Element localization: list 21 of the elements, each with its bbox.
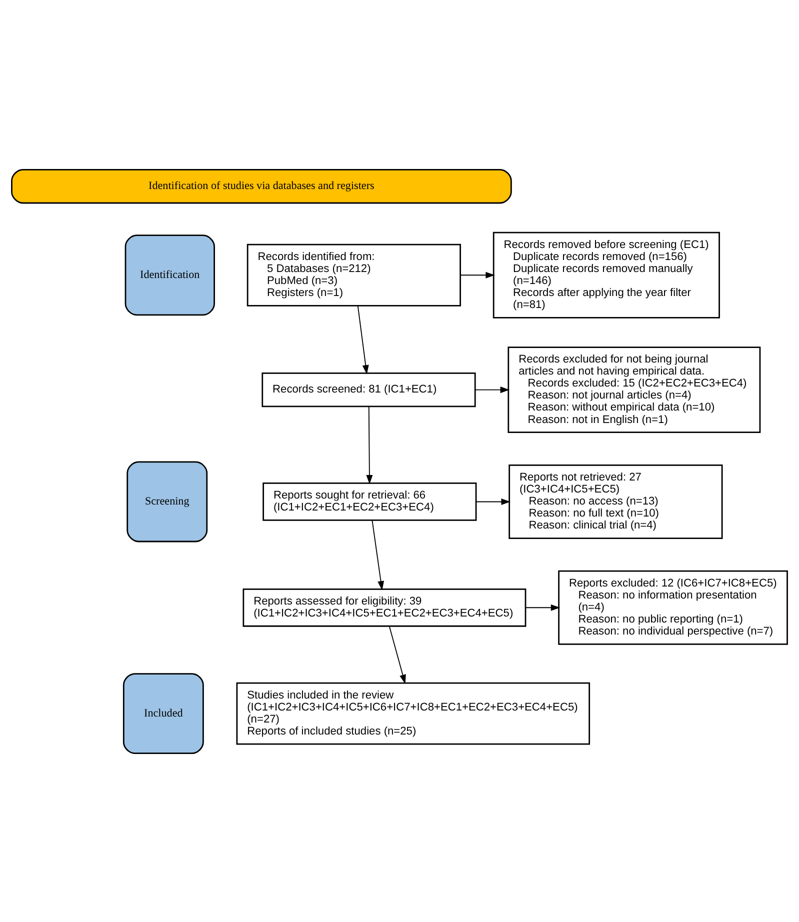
node-box: Included [122, 672, 204, 754]
node-box: Records screened: 81 (IC1+EC1) [262, 372, 476, 407]
node-box: Studies included in the review (IC1+IC2+IC3+IC4+IC5+IC6+IC7+IC8+EC1+EC2+EC3+EC4+EC5) (n=27) Reports of included studies (n=25) [236, 682, 590, 744]
arrow [476, 498, 510, 504]
node-box: Reports assessed for eligibility: 39 (IC1+IC2+IC3+IC4+IC5+EC1+EC2+EC3+EC4+EC5) [242, 588, 526, 626]
node-box: Identification [124, 234, 215, 316]
node-box: Reports excluded: 12 (IC6+IC7+IC8+EC5) Reason: no information presentation (n=4) Reason: no public reporting (n=1) Reason: no individual perspective (n=7) [558, 570, 788, 644]
node-box: Screening [126, 460, 208, 542]
arrow [474, 386, 510, 393]
node-box: Reports not retrieved: 27 (IC3+IC4+IC5+EC5) Reason: no access (n=13) Reason: no full text (n=10) Reason: clinical trial (n=4) [508, 464, 723, 538]
node-box: Identification of studies via databases and registers [11, 168, 512, 204]
arrow [372, 519, 384, 590]
node-box: Reports sought for retrieval: 66 (IC1+IC2+EC1+EC2+EC3+EC4) [262, 482, 477, 520]
node-box: Records removed before screening (EC1) Duplicate records removed (n=156) Duplicate records removed manually (n=146) Records after applying the year filter (n=81) [492, 231, 720, 318]
node-box: Records excluded for not being journal articles and not having empirical data. Records excluded: 15 (IC2+EC2+EC3+EC4) Reason: not journal articles (n=4) Reason: without empirical data (n=10) Reason: not in English (n=1) [508, 346, 761, 433]
arrow [388, 625, 406, 684]
arrow [357, 304, 369, 374]
arrow [525, 604, 560, 610]
arrow [366, 406, 373, 484]
arrow [460, 271, 495, 278]
node-box: Records identified from: 5 Databases (n=212) PubMed (n=3) Registers (n=1) [246, 243, 461, 306]
